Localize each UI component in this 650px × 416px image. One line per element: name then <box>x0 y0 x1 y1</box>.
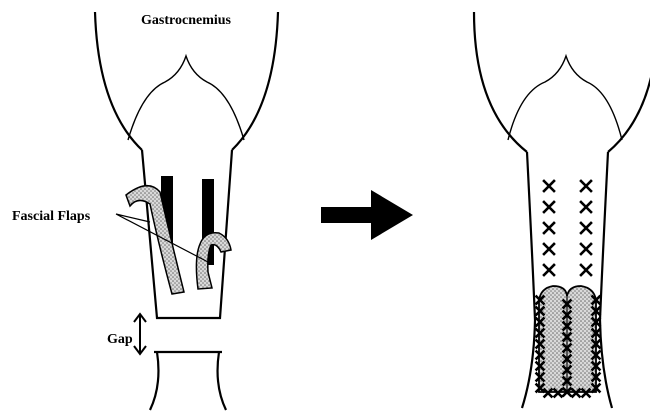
suture-cross-icon <box>581 181 591 191</box>
gap-label: Gap <box>107 332 133 347</box>
suture-cross-icon <box>544 265 554 275</box>
double-vertical-arrow-icon <box>134 314 146 354</box>
suture-cross-icon <box>581 265 591 275</box>
suture-cross-icon <box>544 181 554 191</box>
left-distal-stump <box>150 352 226 410</box>
left-panel: Gastrocnemius Fascial Flaps Gap <box>12 12 278 410</box>
right-muscle-heads <box>508 56 622 140</box>
right-muscle-outline <box>474 12 650 152</box>
suture-cross-icon <box>544 202 554 212</box>
right-arrow-icon <box>321 190 413 240</box>
left-muscle-heads <box>128 56 244 140</box>
right-panel <box>474 12 650 408</box>
fascial-flap-left <box>126 186 184 294</box>
fascial-flaps-label: Fascial Flaps <box>12 209 91 224</box>
gastrocnemius-label: Gastrocnemius <box>141 13 232 28</box>
suture-cross-icon <box>581 244 591 254</box>
suture-cross-icon <box>544 244 554 254</box>
suture-cross-icon <box>581 223 591 233</box>
left-muscle-outline <box>95 12 278 150</box>
suture-cross-icon <box>544 223 554 233</box>
suture-cross-icon <box>581 202 591 212</box>
